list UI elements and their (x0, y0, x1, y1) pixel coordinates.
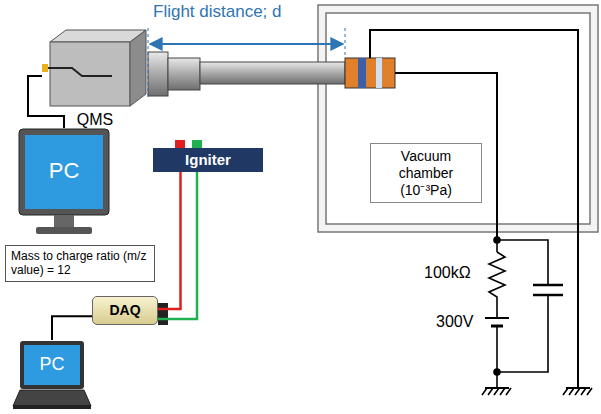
dimension-line (148, 28, 149, 100)
plug (192, 140, 202, 148)
node-text: DAQ (95, 302, 155, 319)
chamber-label-box: Vacuum chamber (10⁻³Pa) (370, 143, 482, 203)
flange (168, 58, 200, 90)
voltage-value: 300V (436, 313, 473, 331)
node-text: PC (18, 158, 110, 184)
node-text: Igniter (155, 151, 261, 169)
laptop-pc: PC (12, 340, 92, 410)
cable (158, 172, 197, 319)
desktop-pc: PC (18, 128, 110, 236)
igniter-box: Igniter (153, 148, 263, 172)
resistor-symbol (489, 252, 505, 318)
resistor-value: 100kΩ (424, 264, 471, 282)
callout-box: Mass to charge ratio (m/z value) = 12 (5, 245, 155, 282)
node-text: QMS (42, 110, 148, 129)
cable (52, 316, 92, 340)
target-electrode (345, 58, 395, 88)
flange (148, 52, 168, 96)
capacitor-symbol (533, 284, 563, 287)
node-text: PC (12, 354, 92, 376)
dimension-label: Flight distance; d (153, 2, 282, 22)
plug (158, 303, 168, 325)
dimension-arrow (150, 43, 343, 45)
chamber-inner-wall (326, 13, 590, 224)
dimension-line (345, 28, 346, 58)
flight-tube (200, 62, 345, 84)
circuit (482, 237, 592, 395)
mass-spectrometer: QMS (42, 22, 148, 130)
plug (175, 140, 185, 148)
daq-box: DAQ (92, 296, 158, 325)
node-text: Mass to charge ratio (m/z value) = 12 (11, 249, 149, 278)
cable (158, 172, 181, 309)
wire (370, 30, 578, 388)
node-text: Vacuum chamber (10⁻³Pa) (374, 148, 478, 198)
chamber-wall (318, 5, 598, 232)
